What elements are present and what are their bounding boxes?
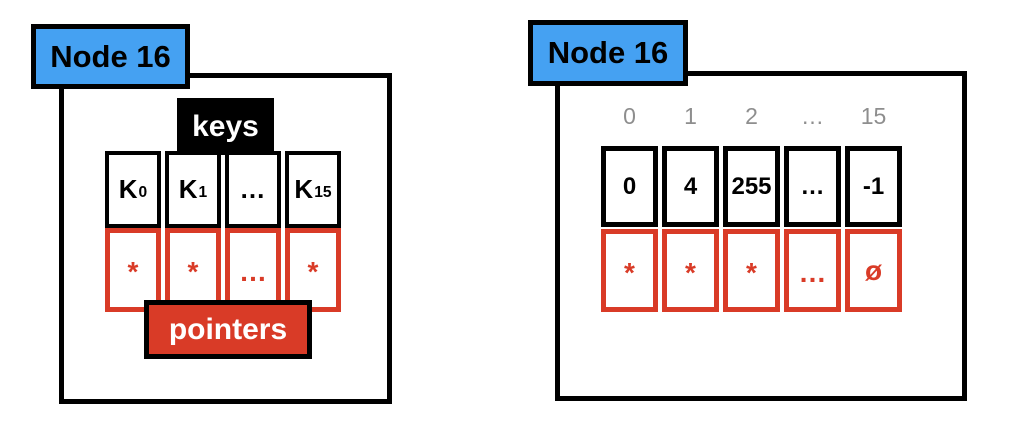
- pointer-cell: *: [105, 228, 161, 312]
- pointer-asterisk: *: [127, 256, 139, 287]
- null-pointer-glyph: ø: [864, 254, 883, 286]
- key-value-cell: 255: [723, 146, 780, 227]
- index-label: 1: [684, 103, 697, 129]
- right-keys-row: 0 4 255 … -1: [601, 146, 902, 227]
- pointer-asterisk: *: [746, 256, 757, 288]
- index-label-ellipsis: …: [801, 103, 824, 129]
- right-pointers-row: * * * … ø: [601, 229, 902, 312]
- right-node-badge: Node 16: [528, 20, 688, 86]
- keys-label: keys: [192, 109, 259, 143]
- pointer-asterisk: *: [685, 256, 696, 288]
- key-base: K: [294, 174, 314, 204]
- pointer-ellipsis: …: [798, 256, 827, 288]
- left-pointers-row: * * … *: [105, 228, 341, 312]
- key-subscript: 15: [314, 184, 332, 202]
- pointer-ellipsis: …: [239, 256, 267, 287]
- key-base: K: [178, 174, 198, 204]
- index-label: 0: [623, 103, 636, 129]
- pointers-label: pointers: [168, 312, 288, 346]
- keys-badge: keys: [177, 98, 274, 155]
- key-value-cell: 4: [662, 146, 719, 227]
- pointer-cell: *: [601, 229, 658, 312]
- pointer-cell: *: [285, 228, 341, 312]
- right-index-row: 0 1 2 … 15: [601, 103, 902, 130]
- key-value-cell: 0: [601, 146, 658, 227]
- index-label: 15: [860, 103, 887, 129]
- right-node-label: Node 16: [547, 35, 669, 70]
- pointer-cell-ellipsis: …: [784, 229, 841, 312]
- left-node-badge: Node 16: [31, 24, 190, 89]
- pointer-cell-null: ø: [845, 229, 902, 312]
- index-label: 2: [745, 103, 758, 129]
- left-node-label: Node 16: [50, 38, 171, 74]
- key-subscript: 1: [198, 184, 208, 202]
- key-value-cell: -1: [845, 146, 902, 227]
- pointer-cell: *: [723, 229, 780, 312]
- pointers-badge: pointers: [144, 300, 312, 359]
- pointer-asterisk: *: [307, 256, 319, 287]
- key-cell-ellipsis: …: [225, 151, 281, 228]
- pointer-asterisk: *: [624, 256, 635, 288]
- pointer-cell: *: [662, 229, 719, 312]
- pointer-asterisk: *: [187, 256, 199, 287]
- key-subscript: 0: [138, 184, 148, 202]
- key-base: …: [239, 174, 266, 204]
- key-value-cell-ellipsis: …: [784, 146, 841, 227]
- key-base: K: [118, 174, 138, 204]
